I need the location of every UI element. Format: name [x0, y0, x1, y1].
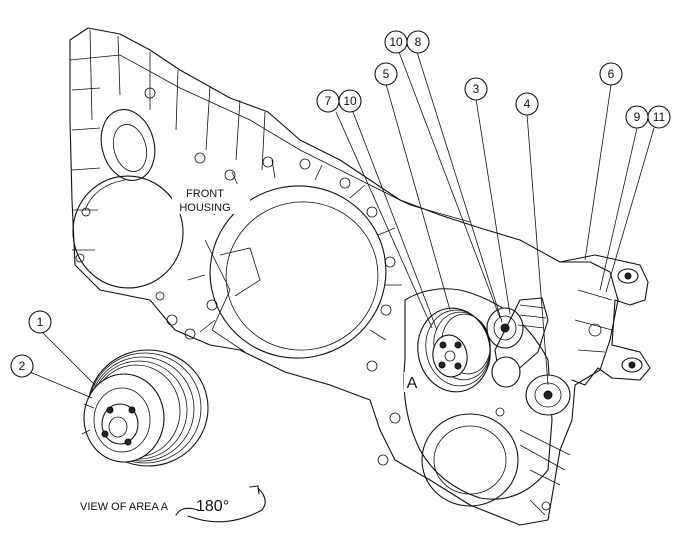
callout-6: 6	[599, 62, 623, 86]
svg-text:10: 10	[343, 94, 357, 108]
svg-text:6: 6	[608, 67, 615, 81]
svg-text:8: 8	[415, 35, 422, 49]
svg-text:5: 5	[383, 67, 390, 81]
callout-5: 5	[374, 62, 398, 86]
svg-text:2: 2	[19, 359, 26, 373]
svg-text:11: 11	[653, 110, 666, 124]
callout-10-top: 10	[384, 30, 408, 54]
view-caption: VIEW OF AREA A	[80, 501, 169, 513]
rotation-arrow-icon	[175, 485, 266, 523]
tensioner-drawing	[486, 297, 571, 416]
callout-3: 3	[464, 77, 488, 101]
bracket-drawing	[559, 254, 651, 386]
svg-text:10: 10	[389, 35, 403, 49]
callout-4: 4	[515, 92, 539, 116]
callout-11: 11	[647, 105, 671, 129]
callout-2: 2	[10, 354, 34, 378]
area-a-marker: A	[407, 375, 418, 392]
damper-pulley-drawing	[81, 349, 209, 467]
front-housing-label-line1: FRONT	[186, 188, 224, 200]
leader-lines	[29, 51, 655, 399]
svg-text:9: 9	[634, 110, 641, 124]
rotation-label: 180°	[196, 498, 229, 515]
svg-text:1: 1	[37, 315, 44, 329]
svg-text:3: 3	[473, 82, 480, 96]
callout-7: 7	[316, 89, 340, 113]
housing-pulley-drawing	[417, 307, 491, 393]
callout-10-left: 10	[338, 89, 362, 113]
front-housing-label-line2: HOUSING	[179, 202, 230, 214]
svg-text:7: 7	[325, 94, 332, 108]
callout-1: 1	[28, 310, 52, 334]
callout-8: 8	[406, 30, 430, 54]
svg-text:4: 4	[524, 97, 531, 111]
callout-9: 9	[625, 105, 649, 129]
